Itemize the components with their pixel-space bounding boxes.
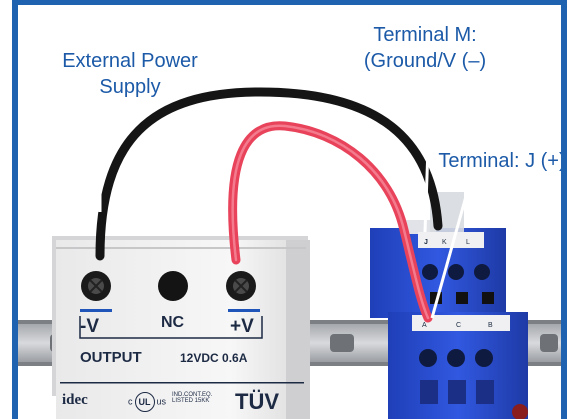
svg-text:C: C xyxy=(456,322,461,329)
power-supply-unit xyxy=(52,236,310,419)
label-nc: NC xyxy=(161,314,185,331)
svg-text:K: K xyxy=(442,239,447,246)
label-rating: 12VDC 0.6A xyxy=(180,351,248,365)
label-plus-v: +V xyxy=(230,316,254,337)
svg-text:L: L xyxy=(466,239,470,246)
callout-line: (Ground/V (–) xyxy=(363,50,487,72)
wires xyxy=(95,87,443,323)
cert-left: c xyxy=(128,396,133,407)
pointer-terminal-j xyxy=(430,181,472,319)
label-minus-v: -V xyxy=(80,316,99,337)
svg-text:J: J xyxy=(424,239,428,246)
ul-logo-icon: UL xyxy=(134,392,155,412)
callout-external-power-supply: External Power Supply xyxy=(30,48,230,100)
callout-terminal-m: Terminal M: (Ground/V (–) xyxy=(350,22,500,74)
label-output: OUTPUT xyxy=(80,349,142,366)
pointer-terminal-m xyxy=(423,91,432,233)
callout-terminal-j: Terminal: J (+) xyxy=(438,150,566,172)
terminal-module: J K L A C B xyxy=(370,192,528,419)
svg-text:B: B xyxy=(488,322,493,329)
callout-line: Supply xyxy=(99,76,161,98)
black-wire xyxy=(95,87,443,261)
svg-text:A: A xyxy=(422,322,427,329)
cert-listing-text: IND.CONT.EQ. LISTED 15KK xyxy=(172,392,213,404)
callout-line: Terminal M: xyxy=(373,24,477,46)
callout-line: External Power xyxy=(62,50,198,72)
cert-right: us xyxy=(156,396,167,407)
terminal-nc xyxy=(158,271,188,301)
brand-logo: idec xyxy=(62,392,88,408)
tuv-logo: TÜV xyxy=(235,389,279,414)
callout-pointers xyxy=(98,91,472,319)
